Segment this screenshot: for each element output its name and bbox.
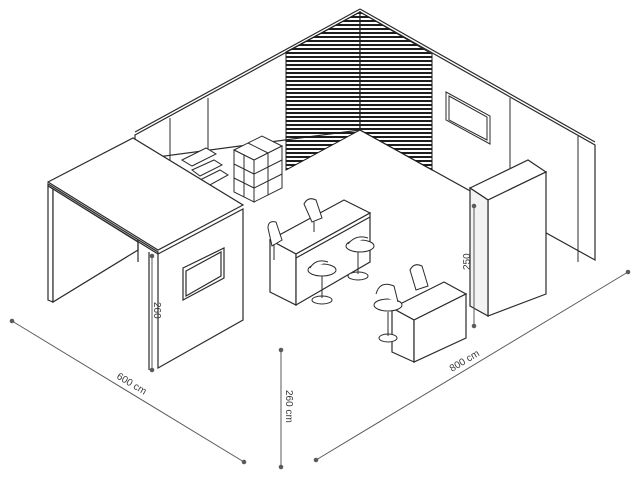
dimension-lines xyxy=(9,203,631,470)
bar-counter xyxy=(268,199,372,307)
stool-1 xyxy=(307,260,337,305)
height-label: 260 cm xyxy=(283,390,294,423)
slat-panels xyxy=(285,11,433,171)
chair-1 xyxy=(267,221,283,260)
cabin-picture-frame xyxy=(182,247,225,302)
right-partition xyxy=(468,159,548,318)
left-slat-panel xyxy=(285,11,361,171)
stool-2 xyxy=(345,236,375,281)
width-dimension-line xyxy=(11,320,245,463)
right-slat-panel xyxy=(359,11,433,171)
wall-shelves xyxy=(180,147,229,187)
wall-picture-frame xyxy=(445,91,491,145)
cabin-height-label: 260 xyxy=(151,302,162,319)
storage-cabin xyxy=(46,137,245,370)
chair-3 xyxy=(409,264,429,291)
chair-2 xyxy=(303,198,323,232)
length-dimension-line xyxy=(315,271,629,461)
cabin-roof xyxy=(46,137,245,251)
bar-stools xyxy=(267,198,429,343)
shelving-cube-unit xyxy=(232,135,284,203)
wall-height-label: 250 xyxy=(462,253,473,270)
reception-desk xyxy=(390,281,468,363)
cabin-left-edge xyxy=(47,184,54,303)
stool-3 xyxy=(373,283,403,343)
